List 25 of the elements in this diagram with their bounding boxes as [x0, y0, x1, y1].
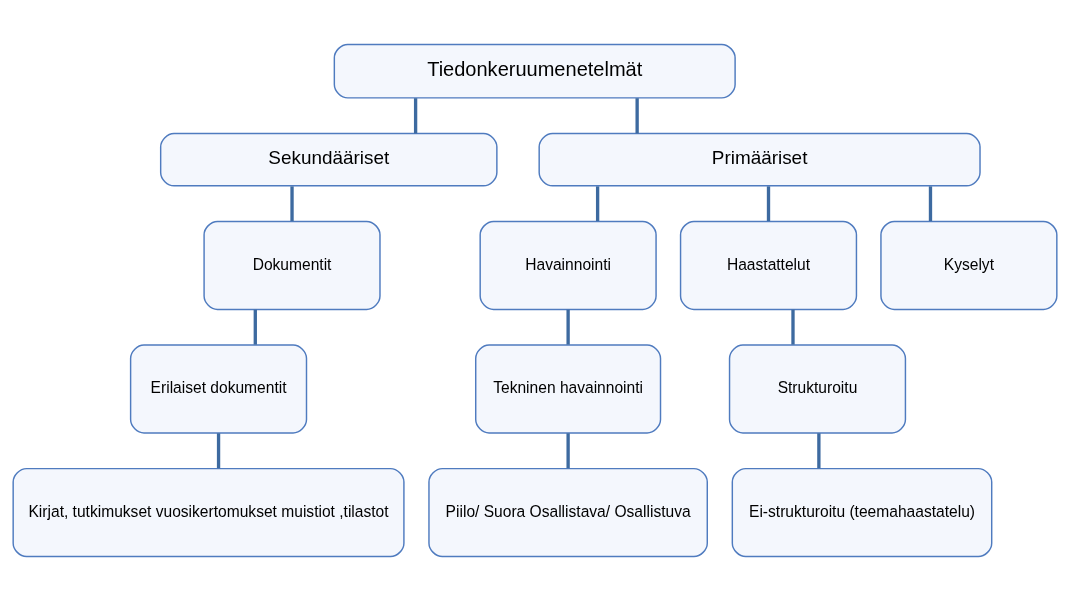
node-box: Kyselyt — [880, 220, 1058, 311]
node-box: Tiedonkeruumenetelmät — [333, 43, 736, 99]
connector — [290, 186, 294, 222]
node-box: Erilaiset dokumentit — [129, 344, 308, 434]
node-box: Haastattelut — [679, 220, 858, 311]
connector — [817, 433, 821, 469]
node-box: Strukturoitu — [728, 344, 907, 434]
connector — [928, 186, 933, 222]
connector — [766, 186, 771, 222]
connector — [595, 186, 600, 222]
node-box: Piilo/ Suora Osallistava/ Osallistuva — [428, 467, 708, 558]
connector — [566, 309, 570, 345]
connector — [253, 309, 257, 345]
connector — [413, 98, 418, 134]
connector — [635, 98, 639, 134]
connector — [216, 433, 221, 469]
node-box: Tekninen havainnointi — [475, 344, 662, 434]
node-box: Sekundääriset — [159, 132, 498, 187]
node-box: Kirjat, tutkimukset vuosikertomukset muistiot ,tilastot — [12, 467, 405, 558]
connector — [791, 309, 795, 345]
connector — [566, 433, 570, 469]
node-box: Ei-strukturoitu (teemahaastatelu) — [731, 467, 993, 558]
node-box: Havainnointi — [479, 220, 657, 311]
node-box: Primääriset — [538, 132, 981, 187]
node-box: Dokumentit — [203, 220, 381, 311]
